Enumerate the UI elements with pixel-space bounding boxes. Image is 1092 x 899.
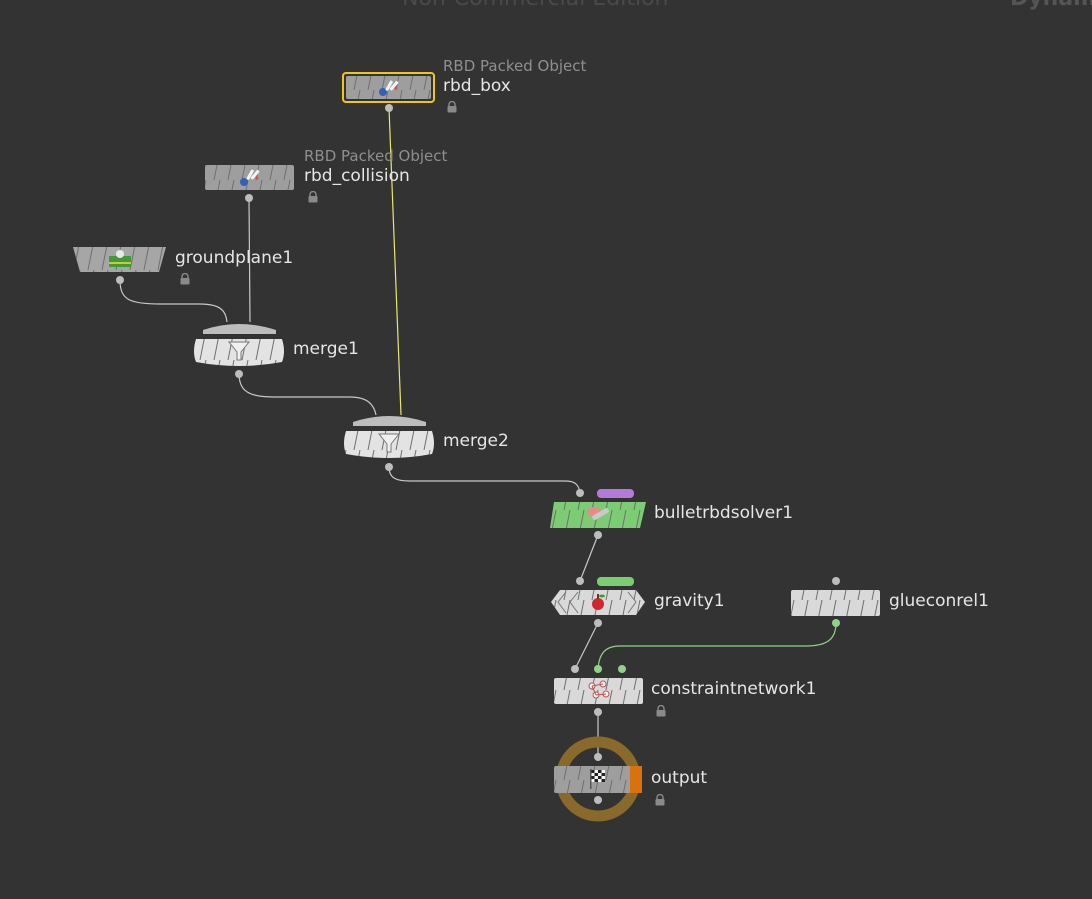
output-name-label[interactable]: output <box>651 768 708 788</box>
rbd-packed-icon <box>379 80 399 96</box>
funnel-icon <box>227 341 251 361</box>
node-gravity1[interactable] <box>551 577 645 627</box>
merge1-name-label[interactable]: merge1 <box>293 339 359 359</box>
constraint-network-icon <box>588 680 610 699</box>
wire-groundplane-to-merge1[interactable] <box>119 279 228 323</box>
node-merge1[interactable] <box>194 324 284 378</box>
merge2-name-label[interactable]: merge2 <box>443 431 509 451</box>
funnel-icon <box>377 433 401 453</box>
node-rbd-box[interactable] <box>342 72 435 112</box>
bullet-solver-icon <box>587 507 609 520</box>
wire-rbd-box-to-merge2[interactable] <box>388 107 402 416</box>
rbd-collision-type-label: RBD Packed Object <box>304 147 448 165</box>
bulletrbdsolver1-name-label[interactable]: bulletrbdsolver1 <box>654 503 794 523</box>
display-flag[interactable] <box>630 766 642 793</box>
node-output[interactable] <box>554 736 642 822</box>
wire-merge2-to-solver[interactable] <box>388 466 581 494</box>
groundplane-icon <box>109 250 131 267</box>
wire-rbd-collision-to-merge1[interactable] <box>248 197 251 323</box>
lock-icon[interactable] <box>307 191 319 203</box>
lock-icon[interactable] <box>655 705 667 717</box>
lock-icon[interactable] <box>179 273 191 285</box>
context-watermark: Dynam <box>1010 0 1092 11</box>
gravity1-name-label[interactable]: gravity1 <box>654 591 725 611</box>
node-bulletrbdsolver1[interactable] <box>550 489 646 539</box>
lock-icon[interactable] <box>654 794 666 806</box>
node-merge2[interactable] <box>344 416 434 471</box>
rbd-box-type-label: RBD Packed Object <box>443 57 587 75</box>
groundplane1-name-label[interactable]: groundplane1 <box>175 248 294 268</box>
wire-merge1-to-merge2[interactable] <box>238 373 377 416</box>
node-groundplane1[interactable] <box>73 247 166 284</box>
rbd-collision-name-label[interactable]: rbd_collision <box>304 166 410 186</box>
node-constraintnetwork1[interactable] <box>554 665 643 716</box>
rbd-box-name-label[interactable]: rbd_box <box>443 76 511 96</box>
wire-solver-to-gravity[interactable] <box>579 534 599 582</box>
rbd-packed-icon <box>240 169 260 186</box>
node-rbd-collision[interactable] <box>205 165 294 202</box>
wire-gravity-to-constraintnetwork[interactable] <box>574 622 599 670</box>
checkered-flag-icon <box>590 769 605 789</box>
wire-glueconrel-to-constraintnetwork[interactable] <box>597 622 837 670</box>
node-glueconrel1[interactable] <box>791 577 880 627</box>
glueconrel1-name-label[interactable]: glueconrel1 <box>889 591 989 611</box>
constraintnetwork1-name-label[interactable]: constraintnetwork1 <box>651 679 817 699</box>
lock-icon[interactable] <box>446 101 458 113</box>
edition-watermark: Non-Commercial Edition <box>402 0 669 11</box>
gravity-apple-icon <box>592 594 605 610</box>
